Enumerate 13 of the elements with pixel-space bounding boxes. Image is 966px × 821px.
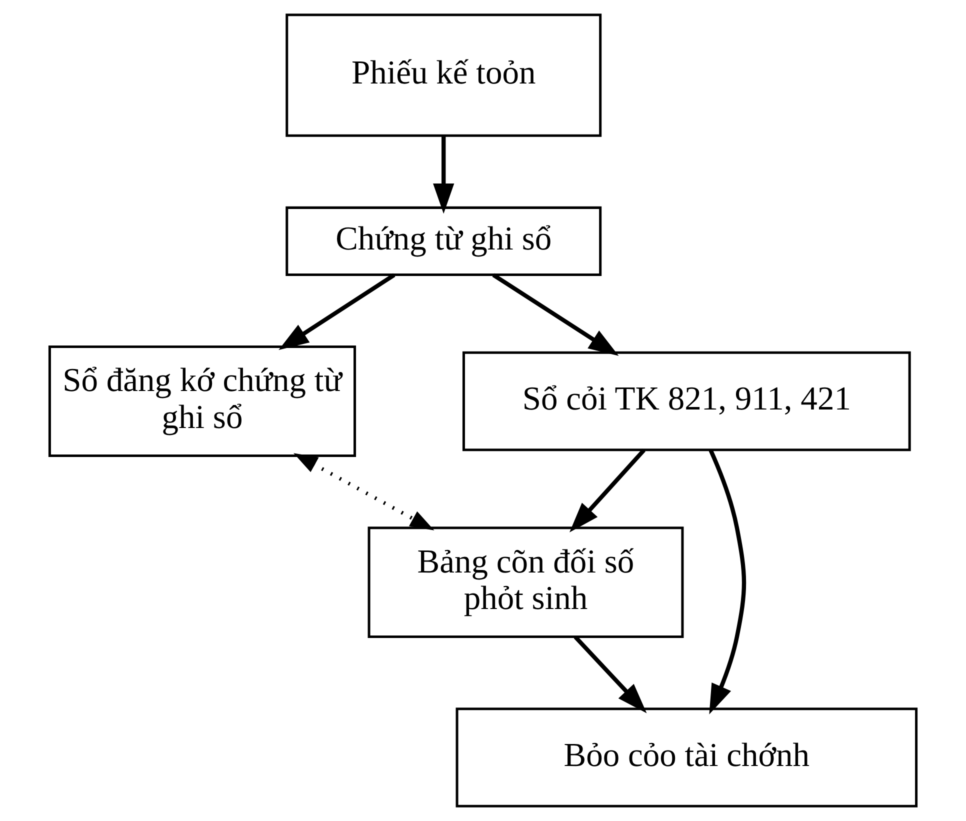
arrow <box>278 273 396 350</box>
node-box: Phiếu kế toỏn <box>286 14 602 137</box>
node-box: Sổ cỏi TK 821, 911, 421 <box>462 351 911 452</box>
arrow <box>708 449 746 714</box>
arrow <box>492 273 619 356</box>
node-box: Bảng cõn đối số phỏt sinh <box>368 526 684 638</box>
node-box: Bỏo cỏo tài chớnh <box>456 708 918 808</box>
arrow <box>574 636 647 714</box>
node-box: Sổ đăng kớ chứng từ ghi sổ <box>48 346 356 458</box>
node-box: Chứng từ ghi sổ <box>286 206 602 276</box>
arrow <box>569 448 646 532</box>
arrow <box>433 136 454 214</box>
arrow <box>294 453 434 530</box>
